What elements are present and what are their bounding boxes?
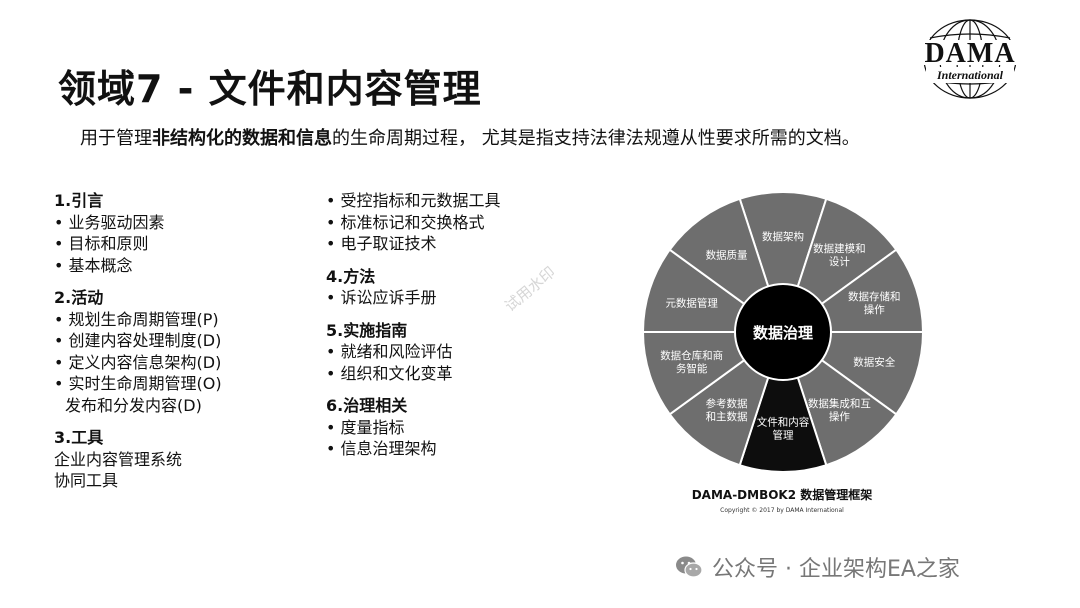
logo-subtext: International bbox=[936, 68, 1004, 82]
list-item: 组织和文化变革 bbox=[326, 363, 566, 385]
list-item: 企业内容管理系统 bbox=[54, 449, 183, 469]
section-introduction: 1.引言 业务驱动因素 目标和原则 基本概念 bbox=[54, 190, 304, 276]
list-item: 业务驱动因素 bbox=[54, 212, 304, 234]
wheel-segment-label: 数据安全 bbox=[853, 356, 895, 369]
wheel-segment-label: 文件和内容管理 bbox=[757, 416, 810, 442]
list-item: 诉讼应诉手册 bbox=[326, 287, 566, 309]
section-heading: 1.引言 bbox=[54, 191, 104, 210]
footer-watermark: 公众号 · 企业架构EA之家 bbox=[674, 551, 960, 583]
wheel-segment bbox=[738, 328, 828, 473]
list-item: 协同工具 bbox=[54, 471, 119, 490]
list-item: 受控指标和元数据工具 bbox=[326, 190, 566, 212]
middle-column: 受控指标和元数据工具 标准标记和交换格式 电子取证技术 4.方法 诉讼应诉手册 … bbox=[326, 190, 566, 471]
subtitle-bold: 非结构化的数据和信息 bbox=[152, 128, 332, 149]
wheel-copyright: Copyright © 2017 by DAMA International bbox=[720, 507, 844, 514]
list-item: 度量指标 bbox=[326, 417, 566, 439]
left-column: 1.引言 业务驱动因素 目标和原则 基本概念 2.活动 规划生命周期管理(P) … bbox=[54, 190, 304, 503]
list-item: 规划生命周期管理(P) bbox=[54, 309, 304, 331]
wheel-center-label: 数据治理 bbox=[753, 324, 813, 342]
wheel-segment-label: 元数据管理 bbox=[665, 296, 718, 309]
section-heading: 3.工具 bbox=[54, 428, 104, 447]
list-item: 信息治理架构 bbox=[326, 438, 566, 460]
page-subtitle: 用于管理非结构化的数据和信息的生命周期过程， 尤其是指支持法律法规遵从性要求所需… bbox=[80, 124, 860, 150]
footer-text: 公众号 · 企业架构EA之家 bbox=[712, 557, 960, 582]
dama-international-logo: DAMA International bbox=[912, 19, 1028, 99]
section-tools-continued: 受控指标和元数据工具 标准标记和交换格式 电子取证技术 bbox=[326, 190, 566, 255]
section-tools: 3.工具 企业内容管理系统 协同工具 bbox=[54, 427, 304, 492]
wheel-segment bbox=[738, 191, 828, 336]
list-item: 定义内容信息架构(D) bbox=[54, 352, 304, 374]
list-item: 基本概念 bbox=[54, 255, 304, 277]
wheel-segment-label: 数据质量 bbox=[706, 248, 748, 261]
wheel-segment-label: 数据建模和设计 bbox=[813, 242, 866, 268]
section-heading: 2.活动 bbox=[54, 288, 104, 307]
list-item: 就绪和风险评估 bbox=[326, 341, 566, 363]
section-implementation: 5.实施指南 就绪和风险评估 组织和文化变革 bbox=[326, 320, 566, 385]
section-methods: 4.方法 诉讼应诉手册 bbox=[326, 266, 566, 309]
wechat-icon bbox=[676, 556, 703, 578]
list-item: 目标和原则 bbox=[54, 233, 304, 255]
list-item: 标准标记和交换格式 bbox=[326, 212, 566, 234]
list-item: 发布和分发内容(D) bbox=[65, 395, 202, 415]
wheel-segment-label: 数据架构 bbox=[762, 230, 804, 243]
logo-text: DAMA bbox=[924, 38, 1015, 69]
section-heading: 6.治理相关 bbox=[326, 396, 408, 415]
section-activities: 2.活动 规划生命周期管理(P) 创建内容处理制度(D) 定义内容信息架构(D)… bbox=[54, 287, 304, 416]
dmbok-wheel-diagram: 数据架构数据建模和设计数据存储和操作数据安全数据集成和互操作文件和内容管理参考数… bbox=[642, 191, 924, 473]
list-item: 创建内容处理制度(D) bbox=[54, 330, 304, 352]
section-heading: 4.方法 bbox=[326, 266, 376, 286]
wheel-center bbox=[734, 283, 832, 381]
list-item: 电子取证技术 bbox=[326, 233, 566, 255]
page-title: 领域7 - 文件和内容管理 bbox=[58, 67, 482, 111]
wheel-segment-label: 参考数据和主数据 bbox=[706, 397, 748, 423]
subtitle-pre: 用于管理 bbox=[80, 128, 152, 149]
wheel-segment-label: 数据存储和操作 bbox=[848, 290, 901, 316]
wheel-segment-label: 数据集成和互操作 bbox=[808, 397, 871, 423]
wheel-caption: DAMA-DMBOK2 数据管理框架 bbox=[691, 488, 873, 502]
wheel-segment-label: 数据仓库和商务智能 bbox=[660, 349, 723, 375]
section-governance: 6.治理相关 度量指标 信息治理架构 bbox=[326, 395, 566, 460]
list-item: 实时生命周期管理(O) bbox=[54, 373, 304, 395]
subtitle-post: 的生命周期过程， 尤其是指支持法律法规遵从性要求所需的文档。 bbox=[332, 128, 860, 149]
section-heading: 5.实施指南 bbox=[326, 320, 408, 340]
